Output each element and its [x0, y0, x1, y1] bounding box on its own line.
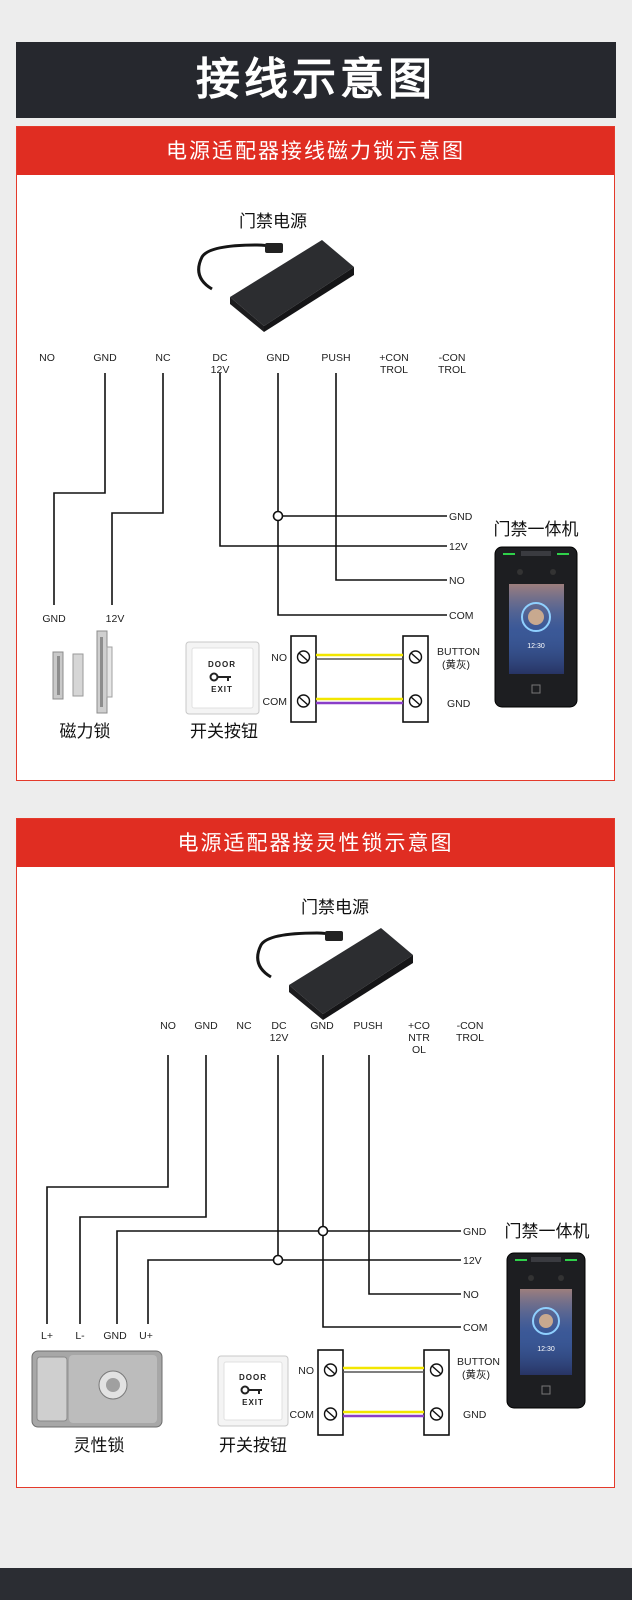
power-terminal-label: NO — [160, 1020, 176, 1032]
button-terminal-block — [290, 635, 429, 723]
exit-button-bottom-text: EXIT — [242, 1398, 264, 1407]
power-terminal-label: PUSH — [321, 352, 350, 364]
wire-com — [277, 373, 447, 616]
footer-bar — [0, 1568, 632, 1600]
power-adapter-icon — [256, 928, 413, 1020]
switch-button-label: 开关按钮 — [190, 722, 258, 742]
wire-no — [335, 373, 447, 581]
power-terminal-label: DC — [212, 352, 228, 364]
button-term-button-sub: (黄灰) — [462, 1368, 490, 1381]
power-terminal-label: +CON — [379, 352, 408, 364]
magnetic-lock-icon — [52, 630, 113, 714]
power-terminal-label: GND — [194, 1020, 218, 1032]
button-term-button-sub: (黄灰) — [442, 658, 470, 671]
button-term-gnd: GND — [447, 698, 471, 710]
wire-lock-lminus — [79, 1055, 207, 1324]
device-term-gnd: GND — [449, 511, 473, 523]
lock-term-uplus: U+ — [139, 1330, 153, 1342]
exit-button-icon: DOOR EXIT — [185, 641, 260, 715]
access-control-terminal-icon: 12:30 — [506, 1252, 586, 1409]
page-title: 接线示意图 — [16, 42, 616, 118]
device-term-com: COM — [463, 1322, 488, 1334]
lock-term-gnd: GND — [42, 613, 66, 625]
power-supply-label: 门禁电源 — [301, 898, 369, 918]
power-terminal-label: NC — [155, 352, 171, 364]
button-term-com: COM — [263, 696, 288, 708]
wire-lock-12v — [111, 373, 164, 605]
power-terminal-label: OL — [412, 1044, 426, 1056]
device-screen-time: 12:30 — [527, 643, 545, 650]
device-term-12v: 12V — [463, 1255, 482, 1267]
power-terminal-label: 12V — [270, 1032, 289, 1044]
access-device-label: 门禁一体机 — [494, 520, 579, 540]
power-supply-label: 门禁电源 — [239, 212, 307, 232]
panel-heading: 电源适配器接灵性锁示意图 — [17, 819, 614, 867]
button-term-no: NO — [298, 1365, 314, 1377]
exit-button-top-text: DOOR — [239, 1373, 267, 1382]
power-adapter-icon — [197, 240, 354, 332]
wires — [46, 1055, 461, 1328]
junction-dot-gnd — [317, 1225, 329, 1237]
switch-button-label: 开关按钮 — [219, 1436, 287, 1456]
button-term-gnd: GND — [463, 1409, 487, 1421]
button-term-button: BUTTON — [457, 1356, 500, 1368]
power-terminal-label: -CON — [439, 352, 466, 364]
lock-term-gnd: GND — [103, 1330, 127, 1342]
power-terminal-label: TROL — [456, 1032, 484, 1044]
wire-no — [368, 1055, 461, 1295]
power-terminal-label: 12V — [211, 364, 230, 376]
button-term-button: BUTTON — [437, 646, 480, 658]
wire-com — [322, 1055, 461, 1328]
junction-dot — [272, 510, 284, 522]
smart-lock-icon — [31, 1350, 163, 1428]
device-term-com: COM — [449, 610, 474, 622]
wire-gnd — [116, 1230, 461, 1324]
access-device-label: 门禁一体机 — [505, 1222, 590, 1242]
power-terminal-label: NO — [39, 352, 55, 364]
device-screen-time: 12:30 — [537, 1346, 555, 1353]
button-term-no: NO — [271, 652, 287, 664]
power-terminal-label: DC — [271, 1020, 287, 1032]
access-control-terminal-icon: 12:30 — [494, 546, 578, 708]
device-term-12v: 12V — [449, 541, 468, 553]
power-terminal-label: TROL — [380, 364, 408, 376]
power-terminal-label: TROL — [438, 364, 466, 376]
wire-lock-lplus — [46, 1055, 169, 1324]
wire-12v — [147, 1259, 461, 1324]
lock-term-12v: 12V — [106, 613, 125, 625]
junction-dot-12v — [272, 1254, 284, 1266]
power-terminal-label: +CO — [408, 1020, 430, 1032]
power-terminal-label: NC — [236, 1020, 252, 1032]
lock-term-lplus: L+ — [41, 1330, 53, 1342]
lock-term-lminus: L- — [75, 1330, 85, 1342]
power-terminal-label: -CON — [457, 1020, 484, 1032]
button-terminal-block — [317, 1349, 450, 1436]
power-terminal-label: GND — [93, 352, 117, 364]
device-term-no: NO — [463, 1289, 479, 1301]
exit-button-bottom-text: EXIT — [211, 685, 233, 694]
smart-lock-label: 灵性锁 — [74, 1436, 125, 1456]
wires — [53, 373, 447, 616]
power-terminal-label: NTR — [408, 1032, 430, 1044]
device-term-gnd: GND — [463, 1226, 487, 1238]
power-terminal-label: PUSH — [353, 1020, 382, 1032]
panel-heading: 电源适配器接线磁力锁示意图 — [17, 127, 614, 175]
power-terminal-label: GND — [266, 352, 290, 364]
wire-12v — [219, 373, 447, 547]
wire-lock-gnd — [53, 373, 106, 605]
exit-button-top-text: DOOR — [208, 660, 236, 669]
magnetic-lock-label: 磁力锁 — [60, 722, 111, 742]
exit-button-icon: DOOR EXIT — [217, 1355, 289, 1427]
power-terminal-label: GND — [310, 1020, 334, 1032]
button-term-com: COM — [290, 1409, 315, 1421]
device-term-no: NO — [449, 575, 465, 587]
